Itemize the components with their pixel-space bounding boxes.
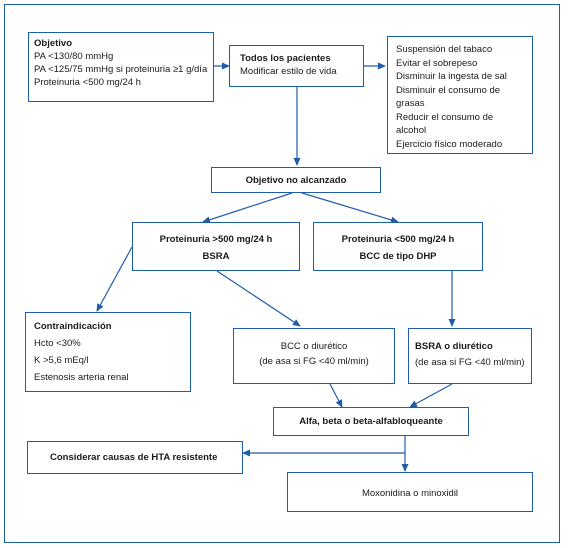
objetivo-line: PA <125/75 mmHg si proteinuria ≥1 g/día (34, 64, 208, 75)
contraindicacion-box: Contraindicación Hcto <30% K >5,6 mEq/l … (25, 312, 191, 392)
todos-title: Todos los pacientes (240, 53, 331, 64)
objetivo-title: Objetivo (34, 38, 73, 49)
contra-line: Hcto <30% (34, 338, 81, 349)
prot-low-line2: BCC de tipo DHP (359, 251, 437, 262)
lifestyle-item: Ejercicio físico moderado (396, 138, 503, 150)
moxo-title: Moxonidina o minoxidil (361, 488, 459, 499)
lifestyle-item: Evitar el sobrepeso (396, 57, 478, 69)
arrow-bsra-to-alfa (409, 383, 453, 408)
proteinuria-low-box: Proteinuria <500 mg/24 h BCC de tipo DHP (313, 222, 483, 271)
todos-text: Modificar estilo de vida (240, 66, 337, 77)
bcc-diur-line2: (de asa si FG <40 ml/min) (259, 356, 369, 367)
contra-line: Estenosis arteria renal (34, 372, 129, 383)
lifestyle-item: Disminuir la ingesta de sal (396, 71, 507, 82)
contra-line: K >5,6 mEq/l (34, 355, 89, 366)
contra-title: Contraindicación (34, 321, 112, 332)
arrow-bcc-to-alfa (329, 383, 343, 408)
proteinuria-high-box: Proteinuria >500 mg/24 h BSRA (132, 222, 300, 271)
prot-low-line1: Proteinuria <500 mg/24 h (341, 234, 455, 245)
bsra-diur-title: BSRA o diurético (415, 341, 493, 352)
lifestyle-item: Disminuir el consumo de (396, 84, 501, 96)
alfa-beta-box: Alfa, beta o beta-alfabloqueante (273, 407, 469, 436)
arrow-to-proteinuria-high (202, 192, 293, 224)
lifestyle-item: grasas (396, 98, 425, 109)
arrow-to-proteinuria-low (301, 192, 399, 224)
arrow-to-bcc-diuretico (216, 270, 301, 327)
objetivo-no-alcanzado-box: Objetivo no alcanzado (211, 167, 381, 193)
bcc-diur-line1: BCC o diurético (280, 341, 348, 352)
no-alcanzado-title: Objetivo no alcanzado (245, 175, 347, 186)
lifestyle-item: Suspensión del tabaco (396, 44, 493, 55)
bcc-diuretico-box: BCC o diurético (de asa si FG <40 ml/min… (233, 328, 395, 384)
hta-resistente-box: Considerar causas de HTA resistente (27, 441, 243, 474)
arrow-to-contraindicacion (96, 246, 133, 312)
diagram-frame (4, 4, 560, 543)
lifestyle-box: Suspensión del tabaco Evitar el sobrepes… (387, 36, 533, 154)
bsra-diur-text: (de asa si FG <40 ml/min) (415, 357, 525, 368)
alfa-title: Alfa, beta o beta-alfabloqueante (299, 416, 443, 427)
objetivo-line: Proteinuria <500 mg/24 h (34, 77, 141, 88)
moxonidina-box: Moxonidina o minoxidil (287, 472, 533, 512)
resistente-title: Considerar causas de HTA resistente (50, 452, 218, 463)
prot-high-line1: Proteinuria >500 mg/24 h (159, 234, 273, 245)
lifestyle-item: Reducir el consumo de alcohol (396, 111, 494, 137)
objetivo-line: PA <130/80 mmHg (34, 51, 114, 62)
bsra-diuretico-box: BSRA o diurético (de asa si FG <40 ml/mi… (408, 328, 532, 384)
todos-pacientes-box: Todos los pacientes Modificar estilo de … (229, 45, 364, 87)
prot-high-line2: BSRA (202, 251, 230, 262)
objetivo-box: Objetivo PA <130/80 mmHg PA <125/75 mmHg… (28, 32, 214, 102)
